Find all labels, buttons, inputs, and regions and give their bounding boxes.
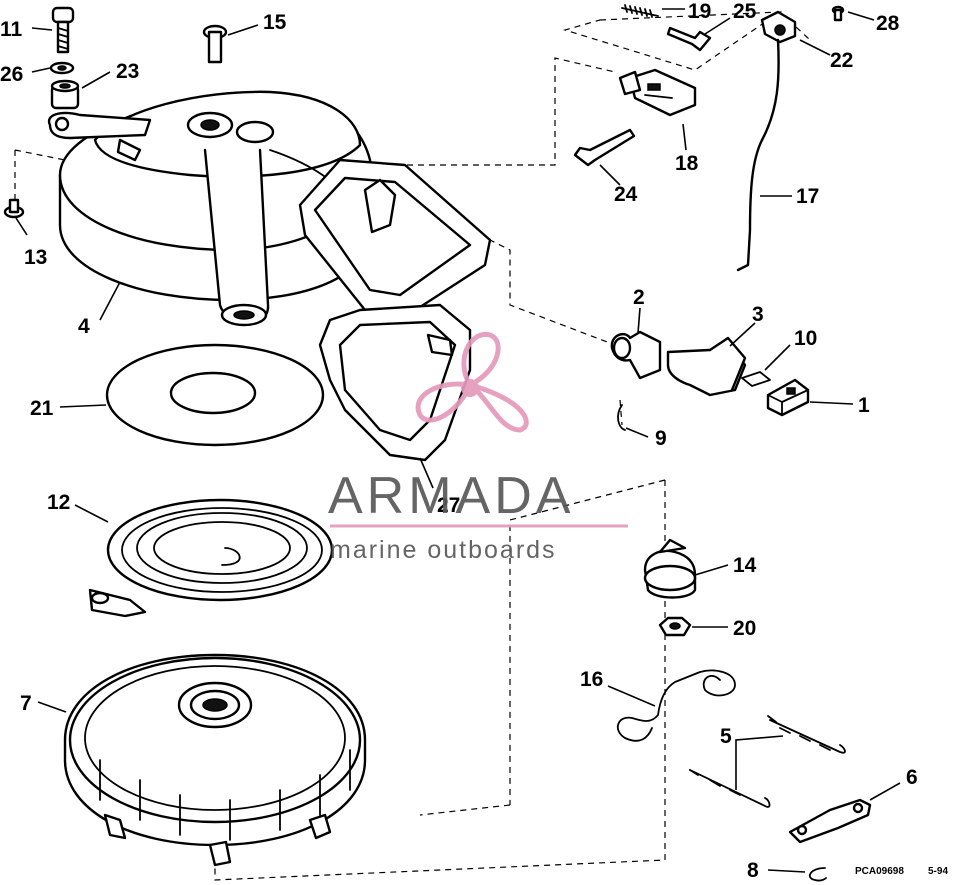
part-16-spring-wire — [616, 669, 736, 742]
label-5: 5 — [720, 725, 732, 748]
part-8-clip — [808, 867, 827, 882]
part-13-rivet — [3, 198, 25, 219]
label-7: 7 — [20, 692, 32, 715]
part-14-cap — [643, 538, 697, 599]
label-22: 22 — [830, 49, 853, 72]
label-26: 26 — [0, 63, 23, 86]
part-9-clip — [617, 404, 626, 431]
part-4-starter-housing — [47, 90, 372, 327]
part-1-retainer — [766, 378, 810, 417]
part-22-clamp — [760, 10, 797, 44]
label-18: 18 — [675, 152, 699, 175]
part-20-nut — [658, 616, 692, 637]
part-10-pin — [741, 371, 771, 387]
part-3-handle-grip — [666, 336, 747, 397]
label-15: 15 — [263, 11, 287, 34]
part-21-washer — [105, 343, 325, 447]
label-20: 20 — [733, 617, 756, 640]
part-11-screw — [51, 6, 75, 54]
figure-date: 5-94 — [928, 866, 948, 877]
label-25: 25 — [733, 0, 757, 23]
label-23: 23 — [116, 60, 139, 83]
part-26-washer — [49, 61, 75, 75]
label-1: 1 — [858, 394, 870, 417]
label-9: 9 — [655, 427, 667, 450]
label-21: 21 — [30, 397, 54, 420]
part-24-bolt — [573, 128, 636, 167]
label-24: 24 — [614, 183, 638, 206]
label-28: 28 — [876, 12, 900, 35]
label-3: 3 — [752, 303, 764, 326]
leader-lines — [15, 8, 901, 873]
part-25-pin — [666, 26, 712, 52]
label-12: 12 — [47, 491, 70, 514]
part-12-rewind-spring — [88, 498, 334, 618]
part-28-screw — [831, 5, 845, 22]
part-27-handle-bracket — [298, 158, 492, 462]
label-6: 6 — [906, 766, 918, 789]
propeller-logo — [415, 332, 529, 433]
part-6-pawl — [788, 798, 872, 844]
part-5-springs — [689, 715, 846, 808]
part-17-link-rod — [736, 38, 780, 272]
part-15-pin — [202, 24, 228, 64]
label-11: 11 — [0, 18, 23, 41]
figure-code: PCA09698 — [855, 866, 904, 877]
watermark-title: ARMADA — [328, 467, 574, 525]
label-17: 17 — [796, 185, 819, 208]
part-2-bushing — [610, 330, 662, 380]
label-2: 2 — [633, 286, 645, 309]
label-14: 14 — [733, 554, 757, 577]
label-13: 13 — [24, 246, 47, 269]
label-19: 19 — [688, 0, 711, 23]
part-7-rewind-pulley — [63, 653, 367, 867]
label-4: 4 — [78, 315, 90, 338]
label-27: 27 — [437, 494, 460, 517]
watermark-subtitle: marine outboards — [330, 536, 557, 564]
part-18-lever — [618, 68, 697, 117]
label-8: 8 — [747, 859, 759, 882]
part-19-spring — [621, 4, 659, 18]
label-10: 10 — [794, 327, 817, 350]
label-16: 16 — [580, 668, 603, 691]
part-23-grommet — [50, 79, 80, 110]
watermark: ARMADA marine outboards — [328, 332, 628, 564]
